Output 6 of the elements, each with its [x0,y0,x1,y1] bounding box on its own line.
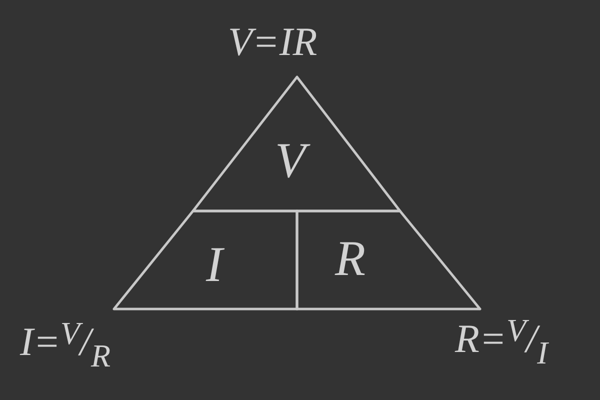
formula: V=IR [227,20,318,64]
formula: R=$^{V}$/$_{I}$ [454,313,550,371]
variable-letter: V [271,133,316,188]
variable-letter: I [204,237,226,292]
formula: I=$^{V}$/$_{R}$ [18,316,112,374]
variable-letter: R [334,231,367,286]
